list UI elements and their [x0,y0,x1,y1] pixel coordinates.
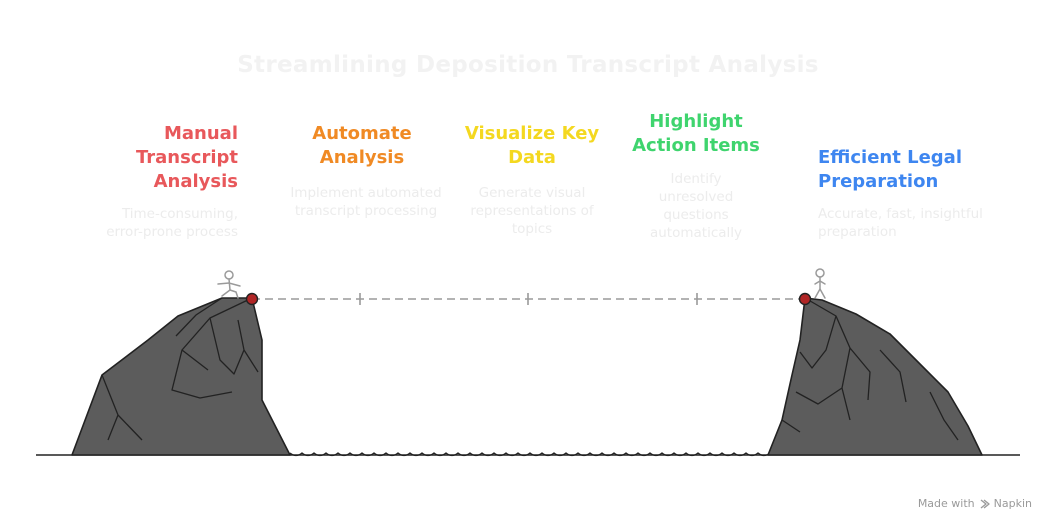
footer-brand: Napkin [993,497,1032,510]
right-cliff [767,297,983,456]
step-2-heading: Automate Analysis [312,123,412,168]
step-3-heading: Visualize Key Data [464,123,600,168]
left-cliff [71,297,291,456]
person-standing-icon [814,268,826,299]
made-with-footer[interactable]: Made with Napkin [918,497,1032,510]
person-walking-icon [217,270,241,299]
step-3-description: Generate visual representations of topic… [470,185,594,237]
napkin-logo-icon [980,498,990,509]
step-1-description: Time-consuming, error-prone process [106,206,238,240]
step-4-heading: Highlight Action Items [632,111,760,156]
napkin-brand: Napkin [979,497,1032,510]
step-5-description: Accurate, fast, insightful preparation [818,206,983,240]
water-waves [289,452,771,457]
step-2-description: Implement automated transcript processin… [290,185,442,219]
step-4-description: Identify unresolved questions automatica… [649,171,743,241]
footer-prefix: Made with [917,497,975,510]
start-point [245,292,259,306]
diagram-title: Streamlining Deposition Transcript Analy… [237,52,819,78]
end-point [798,292,812,306]
step-1-heading: Manual Transcript Analysis [135,123,238,192]
step-5-heading: Efficient Legal Preparation [818,147,962,192]
